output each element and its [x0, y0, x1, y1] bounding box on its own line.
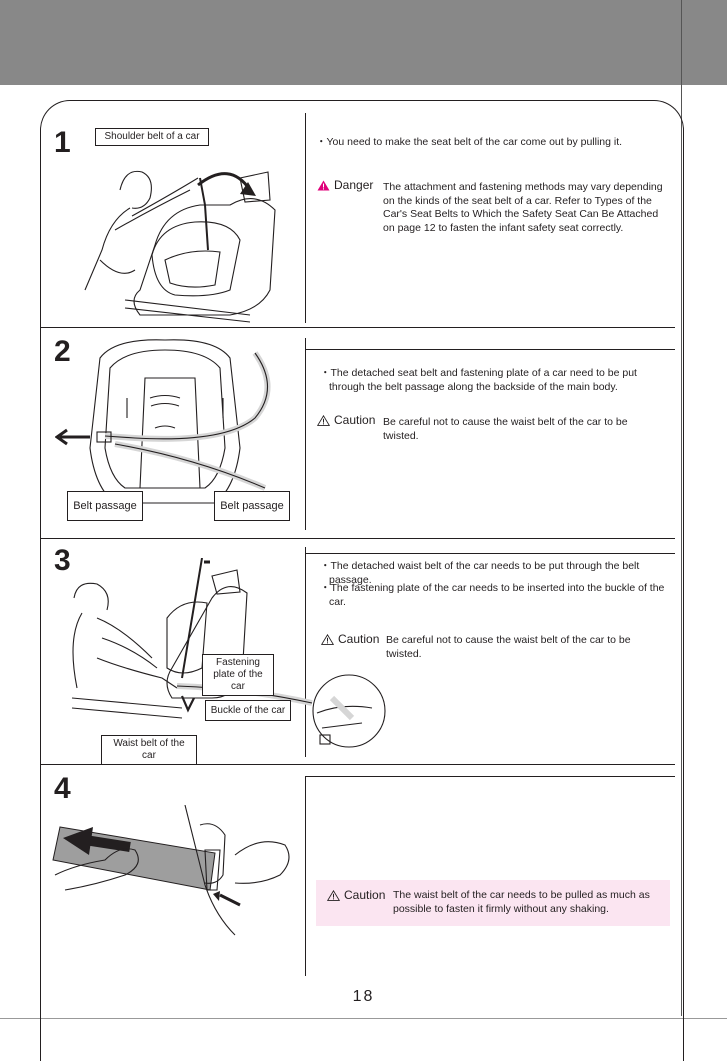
step-1-bullet-1: You need to make the seat belt of the ca…	[325, 136, 665, 150]
caution-highlight-4	[316, 880, 670, 926]
warning-triangle-outline-icon	[321, 633, 334, 645]
step-number-2: 2	[54, 335, 71, 368]
step-text-rule-2	[305, 349, 675, 350]
caution-text-4: The waist belt of the car needs to be pu…	[393, 889, 650, 915]
column-divider-2	[305, 338, 306, 530]
step-1-illustration	[84, 170, 276, 323]
label-waist-belt: Waist belt of the car	[101, 735, 197, 765]
caution-label-3: Caution	[338, 632, 380, 646]
step-number-3: 3	[54, 544, 71, 577]
label-shoulder-belt: Shoulder belt of a car	[95, 128, 209, 146]
label-belt-passage-right: Belt passage	[214, 491, 290, 521]
step-number-4: 4	[54, 772, 71, 805]
page-number: 18	[352, 988, 375, 1005]
step-2-bullet-1: The detached seat belt and fastening pla…	[329, 367, 665, 394]
caution-label-2: Caution	[334, 413, 376, 427]
caution-text-2: Be careful not to cause the waist belt o…	[383, 416, 628, 442]
step-3-bullet-2: The fastening plate of the car needs to …	[329, 582, 674, 609]
danger-label: Danger	[334, 178, 374, 192]
caution-label-4: Caution	[344, 888, 386, 902]
step-4-illustration	[52, 805, 290, 936]
label-fastening-plate: Fastening plate of the car	[202, 654, 274, 696]
right-margin-rule	[681, 0, 682, 1016]
step-number-1: 1	[54, 126, 71, 159]
warning-triangle-outline-icon	[327, 889, 340, 901]
column-divider-1	[305, 113, 306, 323]
caution-tag-2: Caution	[317, 413, 375, 427]
label-belt-passage-left: Belt passage	[67, 491, 143, 521]
caution-tag-4: Caution	[327, 888, 385, 902]
warning-triangle-red-icon	[317, 180, 330, 190]
step-separator-2	[40, 538, 675, 539]
step-separator-3	[40, 764, 675, 765]
danger-text: The attachment and fastening methods may…	[383, 181, 663, 234]
step-separator-1	[40, 327, 675, 328]
step-text-rule-4	[305, 776, 675, 777]
column-divider-3	[305, 547, 306, 757]
column-divider-4	[305, 776, 306, 976]
header-band	[0, 0, 727, 85]
label-buckle: Buckle of the car	[205, 700, 291, 721]
caution-tag-3: Caution	[321, 632, 379, 646]
caution-text-3: Be careful not to cause the waist belt o…	[386, 634, 631, 660]
step-text-rule-3	[305, 553, 675, 554]
warning-triangle-outline-icon	[317, 414, 330, 426]
instruction-frame	[40, 100, 684, 1061]
step-2-illustration	[55, 339, 271, 504]
danger-tag: Danger	[317, 178, 373, 192]
bottom-margin-rule	[0, 1018, 727, 1019]
